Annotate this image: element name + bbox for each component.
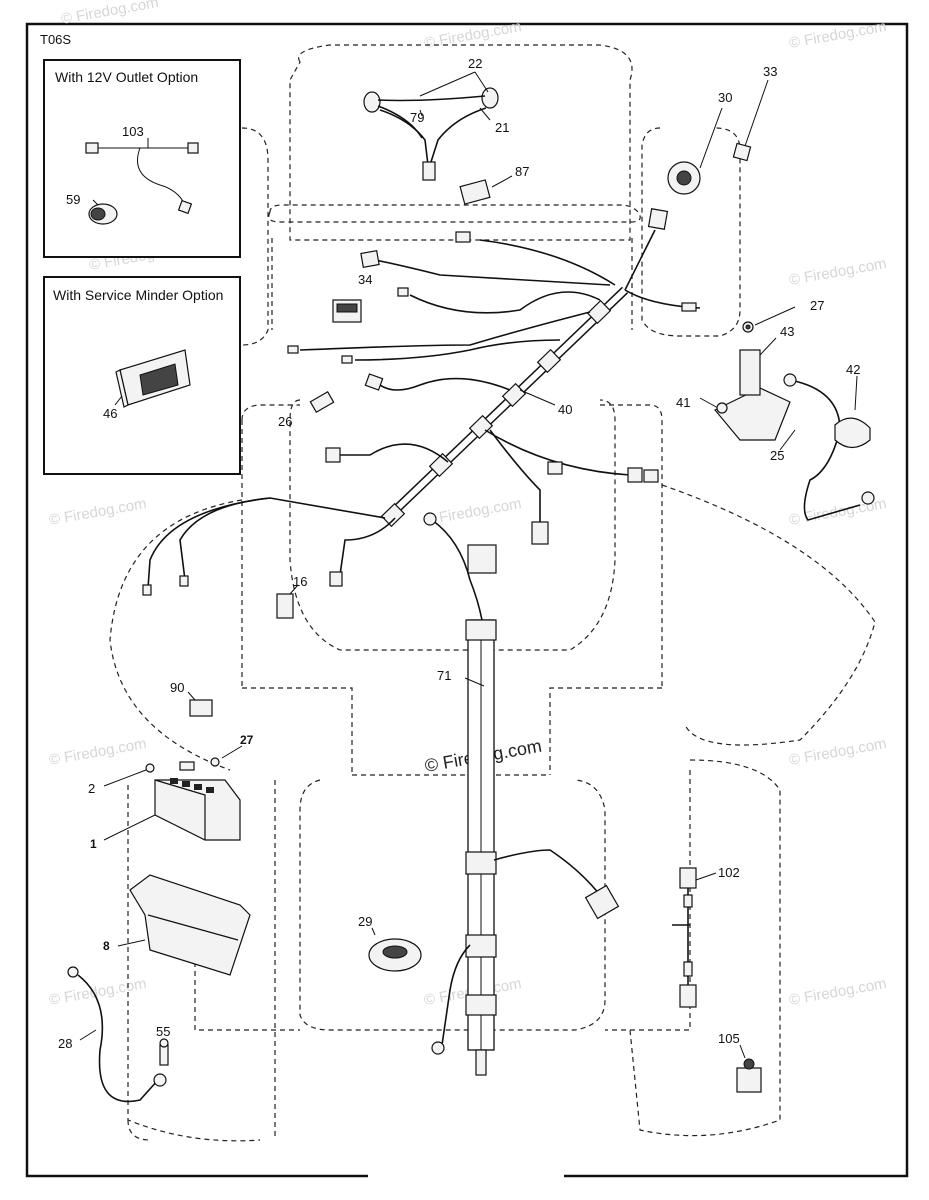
callout-1: 1 <box>90 837 97 851</box>
callout-33: 33 <box>763 64 777 79</box>
watermark: © Firedog.com <box>48 975 148 1009</box>
callout-16: 16 <box>293 574 307 589</box>
inset-12v-outlet: With 12V Outlet Option 103 59 <box>43 59 241 258</box>
diagram-id: T06S <box>40 32 71 47</box>
callout-30: 30 <box>718 90 732 105</box>
callout-42: 42 <box>846 362 860 377</box>
callout-71: 71 <box>437 668 451 683</box>
callout-79: 79 <box>410 110 424 125</box>
part-55-bolt: 55 <box>156 1024 170 1066</box>
callout-26: 26 <box>278 414 292 429</box>
callout-8: 8 <box>103 939 110 953</box>
frame-bottom-gap <box>368 1168 564 1180</box>
part-30-ignition: 30 <box>667 90 732 195</box>
callout-22: 22 <box>468 56 482 71</box>
callout-25: 25 <box>770 448 784 463</box>
callout-2: 2 <box>88 781 95 796</box>
callout-40: 40 <box>558 402 572 417</box>
callout-41: 41 <box>676 395 690 410</box>
part-87-switch: 87 <box>459 164 529 205</box>
watermark: © Firedog.com <box>48 735 148 769</box>
callout-27-battery: 27 <box>240 733 254 747</box>
watermark: © Firedog.com <box>788 255 888 289</box>
callout-29: 29 <box>358 914 372 929</box>
part-25-cable: 25 <box>770 373 875 521</box>
callout-27-solenoid: 27 <box>810 298 824 313</box>
part-102: 102 <box>672 865 740 1008</box>
callout-103: 103 <box>122 124 144 139</box>
callout-28: 28 <box>58 1036 72 1051</box>
callout-105: 105 <box>718 1031 740 1046</box>
inset-minder-title: With Service Minder Option <box>53 287 223 303</box>
callout-21: 21 <box>495 120 509 135</box>
headlight-harness: 22 79 21 <box>363 56 509 181</box>
callout-34: 34 <box>358 272 372 287</box>
callout-55: 55 <box>156 1024 170 1039</box>
part-28-cable: 28 <box>58 966 167 1103</box>
callout-46: 46 <box>103 406 117 421</box>
battery-group: 2 27 1 8 <box>88 733 254 976</box>
part-90: 90 <box>170 680 213 717</box>
inset-outlet-title: With 12V Outlet Option <box>55 69 198 85</box>
part-42-boot: 42 <box>834 362 871 449</box>
callout-90: 90 <box>170 680 184 695</box>
part-33-key: 33 <box>732 64 777 162</box>
part-16: 16 <box>276 574 307 619</box>
tractor-outline <box>109 44 876 1142</box>
watermark: © Firedog.com <box>48 495 148 529</box>
part-34: 34 <box>332 272 372 323</box>
callout-59: 59 <box>66 192 80 207</box>
callout-102: 102 <box>718 865 740 880</box>
watermark: © Firedog.com <box>788 735 888 769</box>
part-71-harness: 71 <box>423 512 620 1076</box>
part-105: 105 <box>718 1031 762 1093</box>
watermark: © Firedog.com <box>788 975 888 1009</box>
part-43-solenoid: 27 43 41 <box>676 298 824 441</box>
main-harness-40: 40 <box>142 208 701 596</box>
part-26-fuse: 26 <box>278 390 335 429</box>
callout-87: 87 <box>515 164 529 179</box>
part-29: 29 <box>358 914 422 972</box>
inset-service-minder: With Service Minder Option 46 <box>43 276 241 475</box>
callout-43: 43 <box>780 324 794 339</box>
